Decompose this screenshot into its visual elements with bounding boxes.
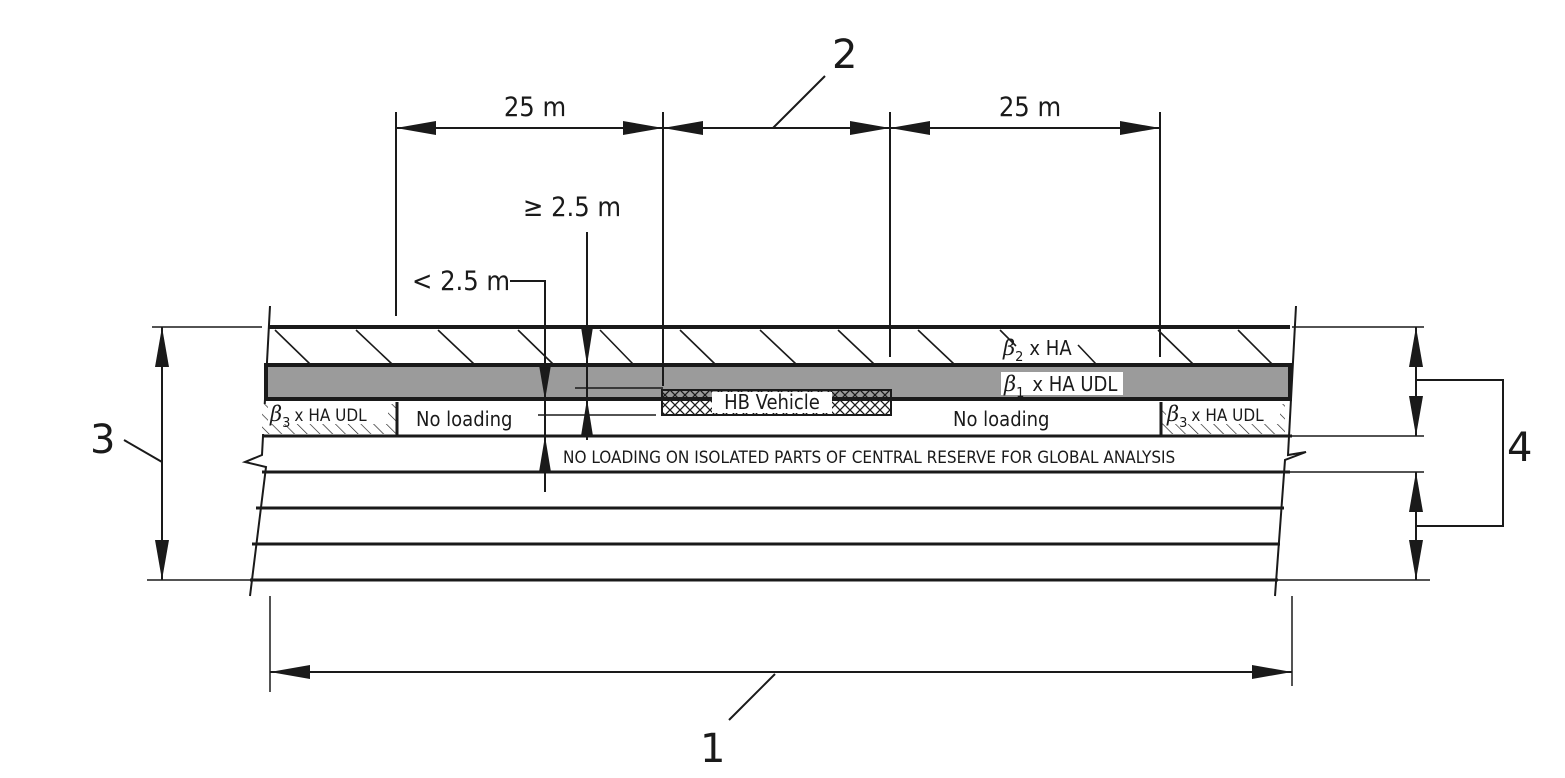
no-loading-left-label: No loading [416, 407, 512, 431]
right-break-line [1274, 305, 1307, 597]
hb-vehicle-label-bg [712, 392, 832, 413]
right-height-dimensions [1278, 326, 1504, 581]
bottom-width-dimension [269, 596, 1293, 721]
gap-ge-label: ≥ 2.5 m [523, 192, 621, 223]
gap-lt-dimension: < 2.5 m [412, 266, 551, 492]
left-beta3-label-bg [268, 404, 388, 424]
left-break-line [241, 305, 271, 597]
callout-2: 2 [832, 32, 857, 78]
central-reserve-note: NO LOADING ON ISOLATED PARTS OF CENTRAL … [563, 448, 1175, 468]
carriageway [241, 305, 1307, 597]
callout-1: 1 [700, 726, 725, 772]
callout-4: 4 [1507, 425, 1532, 471]
callout-1-leader [728, 673, 776, 721]
callout-3: 3 [90, 417, 115, 463]
left-height-dimension [123, 326, 262, 581]
beta2-hatching [274, 329, 1273, 365]
left-span-label: 25 m [504, 92, 566, 123]
callout-3-leader [123, 439, 163, 463]
right-span-label: 25 m [999, 92, 1061, 123]
top-dimensions: 25 m 25 m [395, 75, 1161, 386]
callout-2-leader [772, 75, 826, 129]
no-loading-right-label: No loading [953, 407, 1049, 431]
beta1-label-bg [1001, 372, 1123, 395]
right-beta3-label-bg [1166, 404, 1280, 424]
gap-ge-dimension: ≥ 2.5 m [523, 192, 663, 440]
gap-lt-label: < 2.5 m [412, 266, 510, 297]
hb-vehicle-label: HB Vehicle [724, 390, 820, 414]
callout-4-bracket [1416, 379, 1504, 527]
